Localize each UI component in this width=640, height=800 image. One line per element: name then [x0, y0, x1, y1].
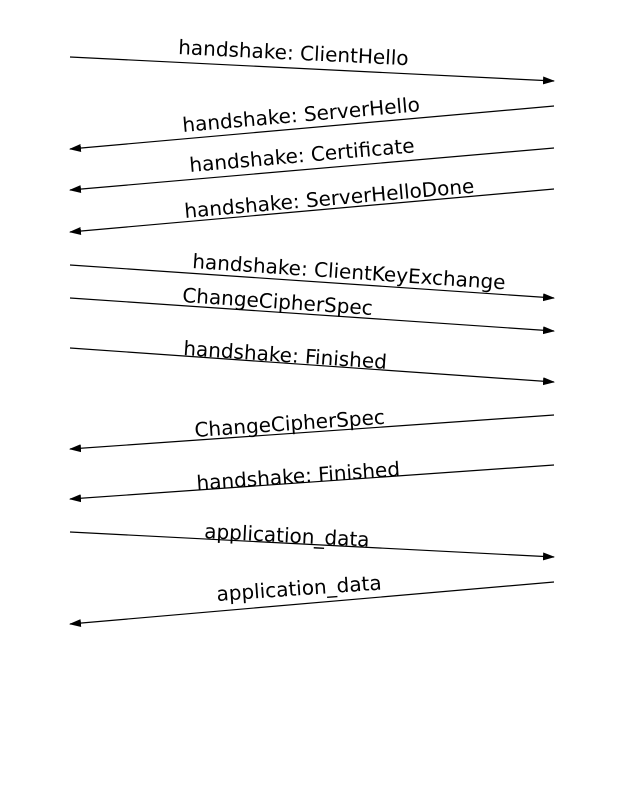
message-label: handshake: ServerHello [181, 92, 420, 137]
message-label: ChangeCipherSpec [182, 283, 374, 320]
message-client-key-exchange: handshake: ClientKeyExchange [69, 249, 555, 302]
message-application-data-server: application_data [69, 571, 555, 628]
message-arrow [69, 531, 555, 561]
message-certificate: handshake: Certificate [69, 133, 555, 194]
message-arrow [69, 147, 555, 194]
message-arrow [69, 297, 555, 335]
message-label: handshake: ServerHelloDone [183, 174, 475, 223]
message-change-cipher-spec-server: ChangeCipherSpec [69, 405, 555, 453]
message-server-hello-done: handshake: ServerHelloDone [69, 174, 555, 236]
message-arrow [69, 414, 555, 453]
message-label: application_data [204, 519, 370, 552]
message-arrow [69, 56, 555, 85]
message-finished-server: handshake: Finished [69, 457, 555, 503]
message-application-data-client: application_data [69, 519, 555, 561]
message-arrow [69, 264, 555, 302]
message-arrow [69, 464, 555, 503]
message-client-hello: handshake: ClientHello [69, 35, 555, 85]
message-arrow [69, 105, 555, 153]
message-label: application_data [216, 571, 383, 606]
message-arrow [69, 188, 555, 236]
message-label: handshake: ClientHello [178, 35, 409, 70]
message-finished-client: handshake: Finished [69, 336, 555, 386]
message-label: handshake: Finished [196, 457, 401, 495]
message-arrow [69, 347, 555, 386]
message-arrow [69, 581, 555, 628]
message-label: handshake: Finished [183, 336, 388, 374]
message-server-hello: handshake: ServerHello [69, 92, 555, 153]
message-label: ChangeCipherSpec [194, 405, 386, 442]
